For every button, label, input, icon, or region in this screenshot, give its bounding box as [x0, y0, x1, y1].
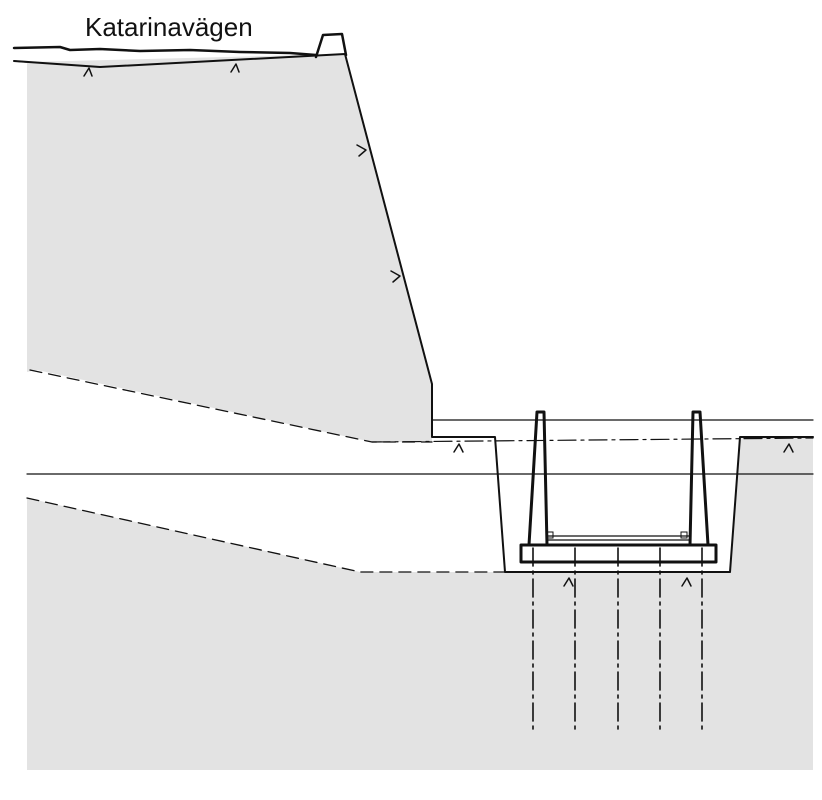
road-curb: [314, 32, 348, 59]
road-surface: [12, 45, 318, 57]
trough-base-slab: [519, 543, 718, 564]
rock-cliff-fill: [27, 54, 813, 770]
trough-left-wall: [527, 410, 549, 547]
piles: [532, 547, 703, 731]
existing-ground-dashed-lower: [26, 497, 506, 573]
rock-symbol: [563, 577, 574, 587]
rock-symbol: [230, 63, 240, 73]
rock-symbol: [356, 144, 367, 157]
trough-right-wall: [688, 410, 710, 547]
ground-mass: [27, 54, 813, 770]
drain-left: [546, 531, 554, 539]
concrete-trough: [519, 410, 718, 564]
water-level-line: [371, 437, 814, 443]
excavated-band: [27, 370, 497, 474]
rock-symbol: [390, 270, 401, 283]
excavated-band-lower: [27, 474, 505, 572]
trough-inner-floor: [546, 535, 691, 541]
rock-symbol: [83, 67, 93, 77]
rock-symbol: [453, 443, 464, 453]
rock-surface-line: [13, 53, 814, 573]
rock-symbols: [83, 63, 794, 587]
road-name-label: Katarinavägen: [85, 12, 253, 42]
rock-symbol: [783, 443, 794, 453]
rock-symbol: [681, 577, 692, 587]
excavation-pit: [495, 437, 740, 572]
drain-right: [680, 531, 688, 539]
